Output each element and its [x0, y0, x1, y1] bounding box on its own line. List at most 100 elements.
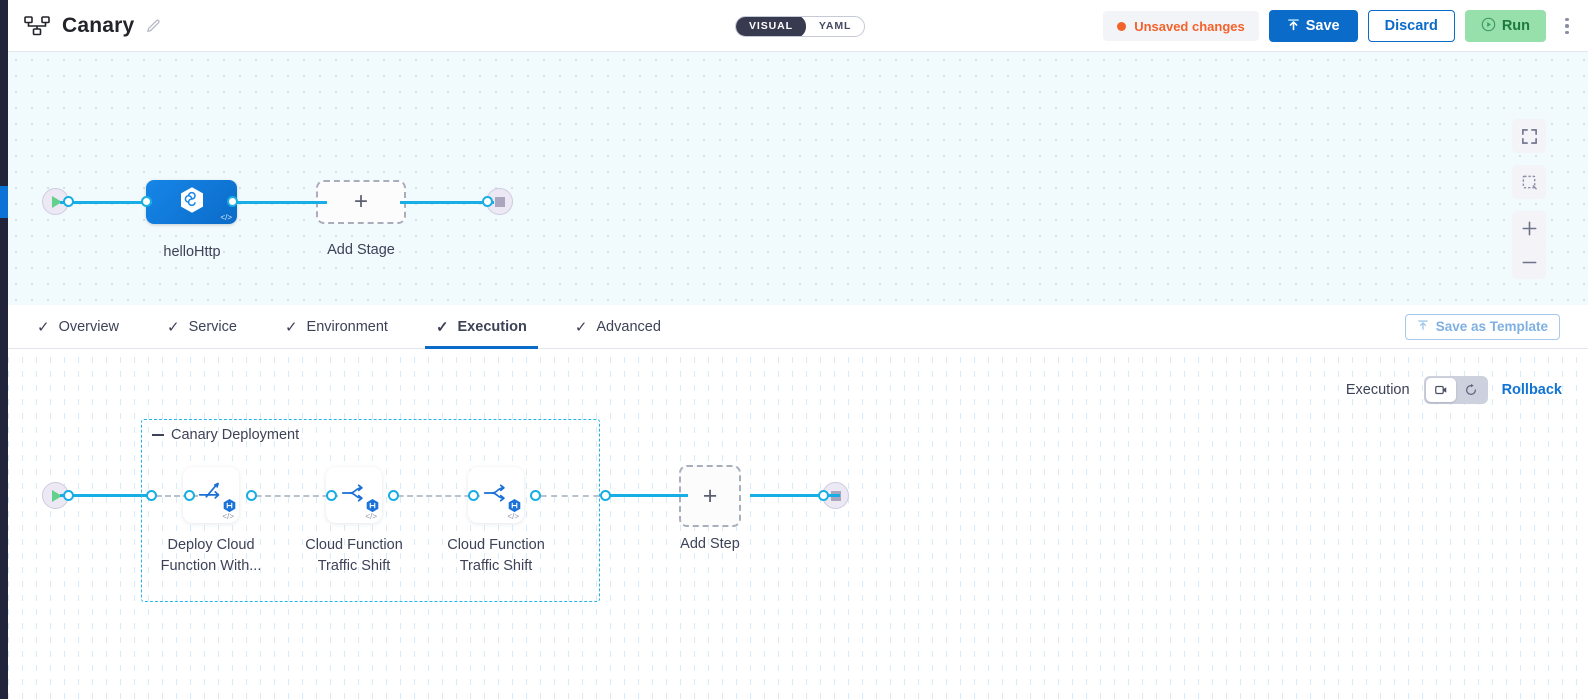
- function-hexagon-badge-icon: [507, 498, 522, 513]
- tab-service[interactable]: ✓ Service: [148, 305, 256, 349]
- step-label-line-2: Function With...: [160, 558, 262, 575]
- run-button[interactable]: Run: [1464, 10, 1546, 42]
- check-icon: ✓: [37, 318, 50, 336]
- stop-square-icon: [494, 196, 505, 207]
- code-badge-icon: </>: [507, 512, 519, 521]
- step-2-output-port[interactable]: [388, 490, 399, 501]
- step-node-traffic-shift-1-label: Cloud Function Traffic Shift: [294, 535, 414, 577]
- add-stage-button[interactable]: +: [316, 180, 406, 224]
- deploy-function-icon: [195, 477, 227, 514]
- pencil-edit-icon[interactable]: [146, 18, 162, 34]
- step-label-line-2: Traffic Shift: [459, 558, 533, 575]
- stage-node-hellohttp-label: helloHttp: [163, 244, 221, 260]
- edge-dash-b: [246, 495, 338, 497]
- discard-button-label: Discard: [1384, 18, 1438, 34]
- check-icon: ✓: [284, 318, 298, 336]
- step-1-output-port[interactable]: [246, 490, 257, 501]
- tab-environment[interactable]: ✓ Environment: [266, 305, 407, 349]
- stage-entry-port[interactable]: [146, 490, 157, 501]
- pipeline-stage-canvas[interactable]: </> helloHttp + Add Stage: [8, 52, 1588, 305]
- tab-advanced-label: Advanced: [596, 318, 661, 335]
- execution-end-port[interactable]: [818, 490, 829, 501]
- function-hexagon-badge-icon: [222, 498, 237, 513]
- view-mode-toggle[interactable]: VISUAL YAML: [735, 16, 866, 37]
- execution-steps-canvas[interactable]: Execution Rollback: [8, 349, 1588, 699]
- play-circle-icon: [1481, 17, 1496, 36]
- step-node-deploy-cloud-function-label: Deploy Cloud Function With...: [151, 535, 271, 577]
- upload-icon: [1417, 319, 1429, 334]
- save-as-template-label: Save as Template: [1435, 319, 1548, 334]
- save-as-template-button[interactable]: Save as Template: [1404, 313, 1560, 340]
- execution-mode-toggle[interactable]: [1423, 376, 1488, 404]
- step-label-line-2: Traffic Shift: [317, 558, 391, 575]
- zoom-in-icon[interactable]: [1512, 211, 1546, 245]
- execution-view-icon[interactable]: [1425, 378, 1456, 402]
- end-node-port[interactable]: [482, 196, 493, 207]
- save-button[interactable]: Save: [1268, 10, 1358, 42]
- save-button-label: Save: [1305, 18, 1340, 34]
- hellohttp-input-port[interactable]: [141, 196, 152, 207]
- code-badge-icon: </>: [220, 213, 232, 222]
- step-label-line-1: Cloud Function: [447, 537, 545, 553]
- tab-overview[interactable]: ✓ Overview: [18, 305, 138, 349]
- play-triangle-icon: [51, 489, 62, 502]
- tab-advanced[interactable]: ✓ Advanced: [556, 305, 680, 349]
- edge-start-to-stage: [60, 494, 152, 497]
- stage-group-title: Canary Deployment: [152, 427, 299, 443]
- stage-group-title-label: Canary Deployment: [171, 427, 300, 443]
- service-hexagon-icon: [177, 185, 207, 220]
- left-nav-rail-active-marker: [0, 186, 8, 218]
- rollback-link[interactable]: Rollback: [1501, 382, 1562, 398]
- edge-stage-to-addstep: [606, 494, 688, 497]
- fit-screen-icon[interactable]: [1512, 119, 1546, 153]
- kebab-menu-icon[interactable]: [1556, 10, 1578, 42]
- execution-start-port[interactable]: [63, 490, 74, 501]
- tab-execution-label: Execution: [457, 318, 527, 335]
- toggle-option-yaml[interactable]: YAML: [818, 20, 852, 32]
- check-icon: ✓: [435, 318, 449, 336]
- edge-dash-d: [530, 495, 610, 497]
- tab-service-label: Service: [188, 318, 237, 335]
- edge-hello-to-addstage: [232, 201, 327, 204]
- collapse-dash-icon[interactable]: [152, 434, 164, 436]
- edge-addstage-to-end: [400, 201, 494, 204]
- step-label-line-1: Cloud Function: [305, 537, 403, 553]
- discard-button[interactable]: Discard: [1367, 10, 1455, 42]
- check-icon: ✓: [574, 318, 588, 336]
- check-icon: ✓: [167, 318, 180, 336]
- header-left-group: Canary: [8, 14, 162, 38]
- step-3-output-port[interactable]: [530, 490, 541, 501]
- pipeline-icon: [24, 15, 50, 37]
- execution-label: Execution: [1345, 382, 1410, 398]
- rollback-view-icon[interactable]: [1456, 378, 1486, 402]
- zoom-out-icon[interactable]: [1512, 245, 1546, 279]
- plus-icon: +: [353, 188, 368, 215]
- step-2-input-port[interactable]: [326, 490, 337, 501]
- edge-dash-a: [156, 495, 198, 497]
- tab-overview-label: Overview: [58, 318, 120, 335]
- page-title: Canary: [62, 13, 135, 37]
- start-node-port[interactable]: [63, 196, 74, 207]
- function-hexagon-badge-icon: [365, 498, 380, 513]
- step-node-traffic-shift-2-label: Cloud Function Traffic Shift: [436, 535, 556, 577]
- hellohttp-output-port[interactable]: [227, 196, 238, 207]
- stage-node-hellohttp[interactable]: </>: [146, 180, 237, 224]
- unsaved-changes-badge: Unsaved changes: [1103, 11, 1259, 41]
- edge-addstep-to-end: [750, 494, 840, 497]
- tab-execution[interactable]: ✓ Execution: [417, 305, 546, 349]
- plus-icon: +: [702, 481, 718, 510]
- add-stage-label: Add Stage: [327, 242, 395, 258]
- play-triangle-icon: [51, 195, 62, 208]
- canvas-controls: [1512, 119, 1546, 279]
- header-actions: Unsaved changes Save Discard: [1103, 0, 1578, 52]
- code-badge-icon: </>: [365, 512, 377, 521]
- selection-box-icon[interactable]: [1512, 165, 1546, 199]
- stage-group-canary-deployment[interactable]: [141, 419, 600, 602]
- step-1-input-port[interactable]: [184, 490, 195, 501]
- stage-exit-port[interactable]: [600, 490, 611, 501]
- app-header: Canary VISUAL YAML Unsaved changes: [8, 0, 1588, 52]
- add-step-button[interactable]: +: [679, 465, 741, 527]
- toggle-option-visual[interactable]: VISUAL: [736, 17, 806, 36]
- step-3-input-port[interactable]: [468, 490, 479, 501]
- traffic-shift-icon: [480, 477, 512, 514]
